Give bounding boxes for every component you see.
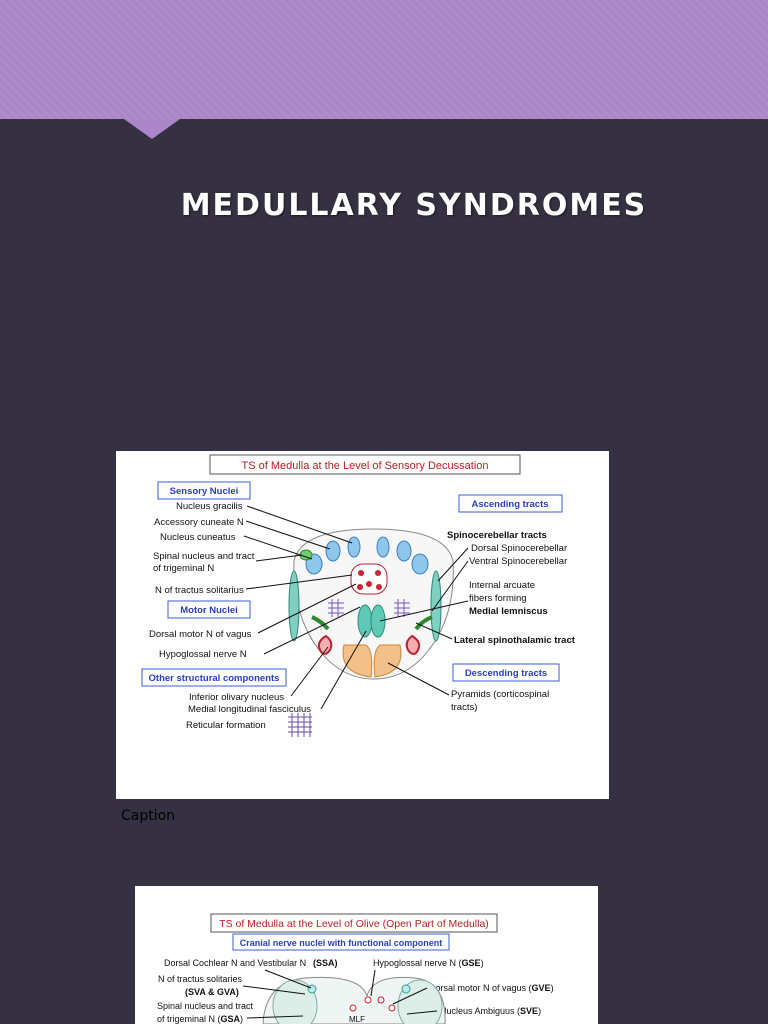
label-reticular: Reticular formation [186, 720, 266, 731]
sensory-nuclei-label: Sensory Nuclei [170, 486, 239, 497]
figure-caption: Caption [121, 808, 176, 824]
label-spinal-trig-2a: Spinal nucleus and tract [157, 1001, 254, 1011]
label-ventral-spinocerebellar: Ventral Spinocerebellar [469, 556, 567, 567]
figure-heading: TS of Medulla at the Level of Sensory De… [241, 460, 488, 472]
sensory-nuclei-box [157, 481, 251, 500]
label-tractus-solitarius: N of tractus solitarius [155, 585, 244, 596]
label-hypoglossal: Hypoglossal nerve N [159, 649, 247, 660]
label-dorsal-motor-gve: Dorsal motor N of vagus (GVE) [429, 983, 554, 993]
label-spinal-trigeminal-1: Spinal nucleus and tract [153, 551, 255, 562]
label-mlf: Medial longitudinal fasciculus [188, 704, 311, 715]
descending-tracts-box [452, 663, 560, 682]
label-tractus-solitaries: N of tractus solitaries [158, 974, 243, 984]
label-dorsal-cochlear: Dorsal Cochlear N and Vestibular N [164, 958, 306, 968]
label-inferior-olivary: Inferior olivary nucleus [189, 692, 284, 703]
ascending-tracts-label: Ascending tracts [471, 499, 548, 510]
slide-title: MEDULLARY SYNDROMES [180, 188, 648, 223]
medulla-olive-cross-section: MLF [262, 976, 446, 1024]
figure2-heading-box [210, 913, 498, 933]
figure2-subheading: Cranial nerve nuclei with functional com… [240, 938, 443, 948]
motor-nuclei-label: Motor Nuclei [180, 605, 238, 616]
ascending-tracts-box [458, 494, 563, 513]
label-fibers-forming: fibers forming [469, 593, 527, 604]
leader-lines [243, 505, 469, 710]
figure-2-diagram: TS of Medulla at the Level of Olive (Ope… [157, 913, 554, 1024]
label-nucleus-cuneatus: Nucleus cuneatus [160, 532, 236, 543]
descending-tracts-label: Descending tracts [465, 668, 547, 679]
figure2-subheading-box [232, 933, 450, 951]
label-pyramids-2: tracts) [451, 702, 477, 713]
banner-notch [124, 119, 180, 139]
figure2-leader-lines [242, 969, 438, 1019]
medulla-cross-section [288, 528, 454, 680]
label-lateral-spinothalamic: Lateral spinothalamic tract [454, 635, 576, 646]
label-dorsal-spinocerebellar: Dorsal Spinocerebellar [471, 543, 567, 554]
header-banner [0, 0, 768, 119]
figure-heading-box [209, 454, 521, 475]
other-components-box [141, 668, 287, 687]
label-ambiguus-sve: Nucleus Ambiguus (SVE) [440, 1006, 541, 1016]
label-medial-lemniscus: Medial lemniscus [469, 606, 548, 617]
label-accessory-cuneate: Accessory cuneate N [154, 517, 244, 528]
label-nucleus-gracilis: Nucleus gracilis [176, 501, 243, 512]
reticular-legend-icon [288, 713, 312, 737]
label-internal-arcuate: Internal arcuate [469, 580, 535, 591]
label-spinal-trig-2b: of trigeminal N (GSA) [157, 1014, 243, 1024]
figure-1-diagram: TS of Medulla at the Level of Sensory De… [141, 454, 576, 737]
label-dorsal-motor-vagus: Dorsal motor N of vagus [149, 629, 252, 640]
label-hypoglossal-gse: Hypoglossal nerve N (GSE) [373, 958, 484, 968]
other-components-label: Other structural components [149, 673, 280, 684]
medulla-olive-level-figure: TS of Medulla at the Level of Olive (Ope… [135, 886, 598, 1024]
label-mlf-fig2: MLF [349, 1015, 365, 1024]
figure2-heading: TS of Medulla at the Level of Olive (Ope… [219, 918, 489, 930]
motor-nuclei-box [167, 600, 251, 619]
label-spinocerebellar: Spinocerebellar tracts [447, 530, 547, 541]
label-spinal-trigeminal-2: of trigeminal N [153, 563, 214, 574]
medulla-sensory-decussation-figure: TS of Medulla at the Level of Sensory De… [116, 451, 609, 799]
label-sva-gva: (SVA & GVA) [185, 987, 239, 997]
label-ssa: (SSA) [313, 958, 338, 968]
label-pyramids-1: Pyramids (corticospinal [451, 689, 549, 700]
